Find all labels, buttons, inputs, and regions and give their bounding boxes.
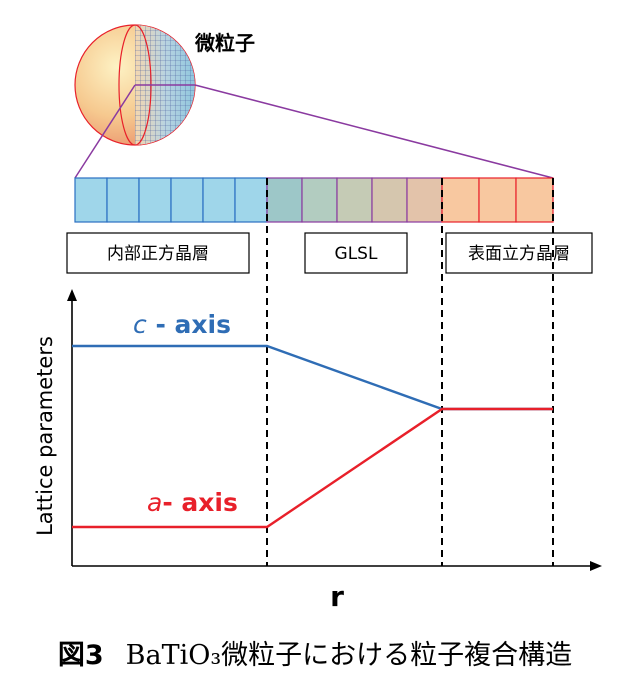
cell-strip	[74, 177, 554, 223]
glsl-cells	[266, 177, 443, 223]
region-boundaries	[266, 178, 554, 566]
svg-text:GLSL: GLSL	[335, 244, 378, 264]
axes	[67, 289, 602, 571]
particle-label: 微粒子	[194, 31, 255, 55]
svg-text:内部正方晶層: 内部正方晶層	[107, 244, 209, 264]
region-label-surface: 表面立方晶層	[445, 232, 593, 274]
c-axis-label: c - axis	[133, 310, 231, 339]
a-axis-line	[72, 407, 553, 529]
caption-text: BaTiO₃微粒子における粒子複合構造	[125, 640, 573, 671]
zoom-lines	[74, 84, 554, 179]
particle-sphere	[74, 24, 196, 146]
figure-number: 図3	[57, 640, 104, 671]
region-label-inner: 内部正方晶層	[66, 232, 250, 274]
y-axis-label: Lattice parameters	[33, 336, 57, 536]
figure-caption: 図3 BaTiO₃微粒子における粒子複合構造	[0, 633, 630, 672]
c-axis-line	[72, 344, 553, 411]
inner-cells	[74, 177, 268, 223]
a-axis-label: a- axis	[147, 488, 238, 517]
svg-text:表面立方晶層: 表面立方晶層	[468, 244, 570, 264]
region-label-glsl: GLSL	[304, 232, 408, 274]
surface-cells	[441, 177, 554, 223]
x-axis-label: r	[330, 580, 344, 613]
